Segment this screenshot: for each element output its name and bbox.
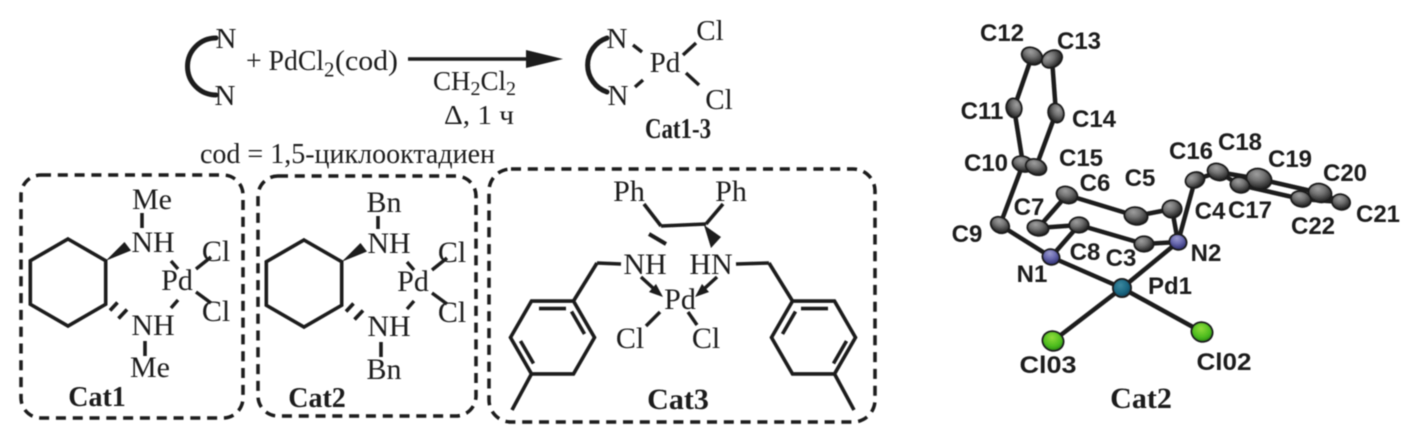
svg-text:C3: C3 — [1106, 245, 1137, 272]
svg-text:2: 2 — [324, 58, 335, 82]
svg-text:Pd1: Pd1 — [1148, 273, 1192, 300]
svg-text:C7: C7 — [1014, 194, 1045, 221]
svg-text:Cat3: Cat3 — [647, 383, 709, 416]
svg-text:Cl: Cl — [202, 235, 230, 268]
svg-text:Pd: Pd — [650, 47, 681, 79]
svg-text:Pd: Pd — [161, 264, 193, 297]
svg-text:CH2Cl2: CH2Cl2 — [433, 66, 516, 100]
svg-text:(cod): (cod) — [335, 45, 398, 77]
svg-text:C6: C6 — [1080, 170, 1111, 197]
svg-text:+ PdCl: + PdCl — [246, 45, 324, 77]
svg-text:C15: C15 — [1059, 145, 1103, 172]
svg-text:Cl: Cl — [438, 236, 466, 269]
svg-text:Δ, 1 ч: Δ, 1 ч — [444, 100, 514, 130]
svg-text:Me: Me — [130, 351, 170, 384]
svg-text:C14: C14 — [1072, 106, 1117, 133]
svg-text:Bn: Bn — [366, 186, 401, 219]
svg-text:Cl02: Cl02 — [1197, 349, 1252, 376]
svg-text:C13: C13 — [1057, 28, 1101, 55]
svg-text:Cat1: Cat1 — [68, 382, 126, 413]
svg-text:C12: C12 — [980, 20, 1024, 47]
svg-text:HN: HN — [689, 248, 732, 281]
svg-text:Me: Me — [132, 183, 172, 216]
svg-text:Cl03: Cl03 — [1020, 352, 1077, 379]
svg-text:C16: C16 — [1169, 138, 1213, 165]
svg-text:Cl: Cl — [705, 84, 732, 116]
svg-text:Bn: Bn — [366, 353, 401, 386]
svg-text:N: N — [608, 80, 629, 112]
svg-text:C20: C20 — [1323, 160, 1367, 187]
svg-text:C18: C18 — [1218, 129, 1262, 156]
svg-text:N: N — [216, 23, 237, 55]
svg-text:C19: C19 — [1268, 146, 1312, 173]
svg-text:NH: NH — [367, 227, 410, 260]
svg-text:Cl: Cl — [202, 295, 230, 328]
svg-text:Cl: Cl — [616, 322, 644, 355]
svg-text:C9: C9 — [952, 221, 983, 248]
svg-text:C8: C8 — [1070, 239, 1101, 266]
svg-text:Cat2: Cat2 — [288, 383, 346, 414]
svg-text:N: N — [215, 80, 236, 112]
svg-text:NH: NH — [131, 226, 174, 259]
svg-text:Ph: Ph — [613, 175, 645, 208]
svg-text:C4: C4 — [1195, 198, 1226, 225]
svg-text:Pd: Pd — [664, 283, 696, 316]
svg-text:Cl: Cl — [696, 15, 723, 47]
svg-text:Ph: Ph — [715, 175, 747, 208]
svg-text:N1: N1 — [1017, 261, 1048, 288]
svg-text:Cat1-3: Cat1-3 — [645, 114, 711, 145]
svg-text:C22: C22 — [1291, 213, 1335, 240]
svg-text:NH: NH — [623, 248, 666, 281]
svg-text:C17: C17 — [1228, 197, 1272, 224]
svg-text:N: N — [607, 23, 628, 55]
svg-text:NH: NH — [131, 309, 174, 342]
svg-text:cod = 1,5-циклооктадиен: cod = 1,5-циклооктадиен — [200, 138, 495, 170]
svg-text:C21: C21 — [1356, 201, 1400, 228]
svg-text:Cl: Cl — [692, 322, 720, 355]
svg-text:NH: NH — [367, 310, 410, 343]
svg-text:Cl: Cl — [438, 296, 466, 329]
svg-text:Cat2: Cat2 — [1110, 382, 1172, 415]
svg-text:N2: N2 — [1191, 240, 1222, 267]
svg-text:C10: C10 — [964, 150, 1008, 177]
svg-text:Pd: Pd — [397, 265, 429, 298]
svg-text:C5: C5 — [1125, 165, 1156, 192]
svg-text:C11: C11 — [961, 98, 1004, 125]
